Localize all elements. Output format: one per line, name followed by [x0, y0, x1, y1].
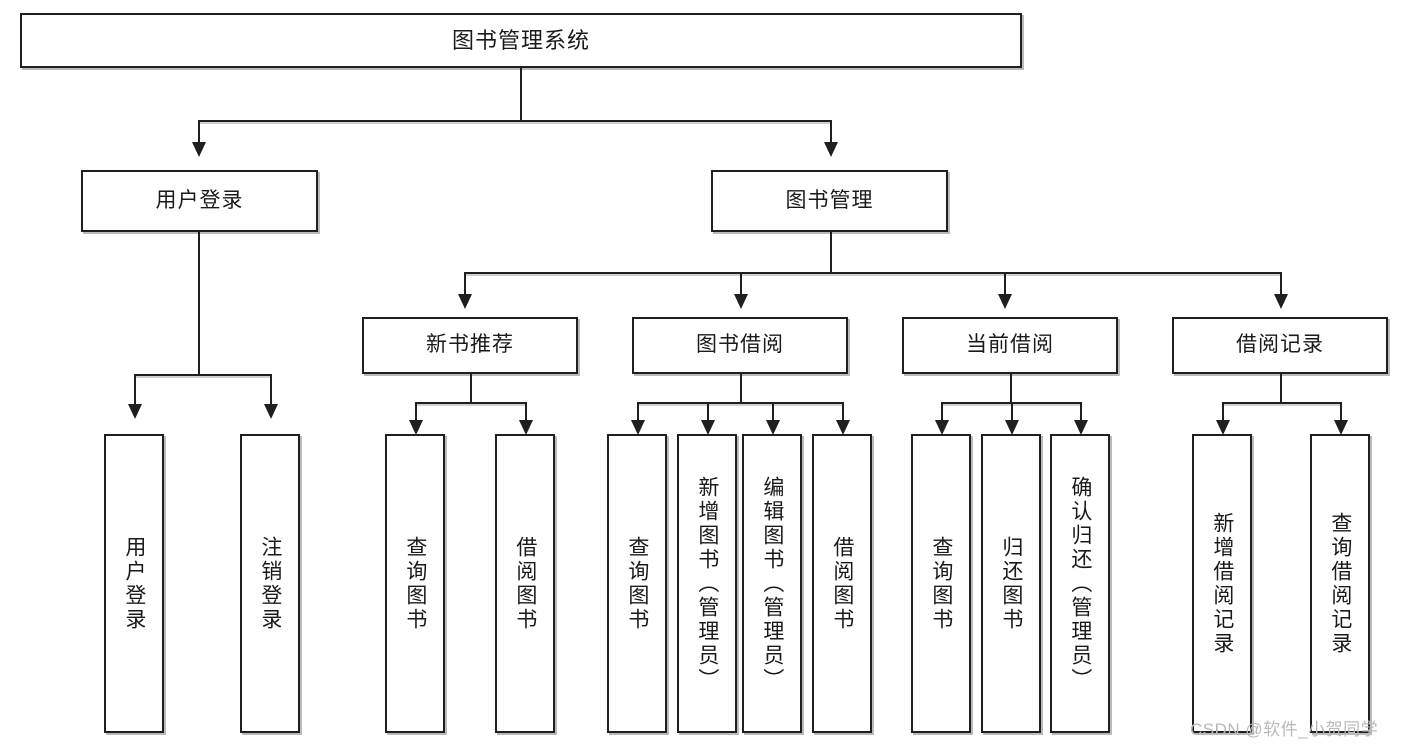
- connector-user-login-bus: [134, 374, 270, 376]
- arrow-to-book-borrow: [734, 294, 748, 309]
- connector-to-new-book-recommend: [464, 272, 466, 294]
- node-user-login[interactable]: 用户登录: [81, 170, 318, 232]
- leaf-current-borrow-3[interactable]: 确认归还（管理员）: [1050, 434, 1110, 733]
- leaf-book-borrow-1[interactable]: 查询图书: [607, 434, 667, 733]
- node-borrow-record[interactable]: 借阅记录: [1172, 317, 1388, 374]
- node-label: 查询借阅记录: [1328, 511, 1352, 656]
- node-new-book-recommend[interactable]: 新书推荐: [362, 317, 578, 374]
- arrow-user-login-leaf-1: [128, 404, 142, 419]
- connector-borrow-record-bus: [1222, 402, 1340, 404]
- connector-to-current-borrow: [1004, 272, 1006, 294]
- leaf-new-book-recommend-1[interactable]: 查询图书: [385, 434, 445, 733]
- connector-new-book-recommend-bus: [415, 402, 525, 404]
- connector-nbr-drop-1: [415, 402, 417, 420]
- connector-book-borrow-stem: [740, 374, 742, 402]
- leaf-user-login-2[interactable]: 注销登录: [240, 434, 300, 733]
- connector-br-drop-1: [1222, 402, 1224, 420]
- connector-to-book-management: [830, 120, 832, 142]
- arrow-to-current-borrow: [998, 294, 1012, 309]
- arrow-cb-leaf-1: [935, 420, 949, 435]
- connector-to-borrow-record: [1280, 272, 1282, 294]
- node-label: 图书借阅: [696, 333, 784, 357]
- connector-bb-drop-2: [707, 402, 709, 420]
- node-label: 用户登录: [122, 535, 146, 632]
- arrow-cb-leaf-2: [1005, 420, 1019, 435]
- leaf-book-borrow-2[interactable]: 新增图书（管理员）: [677, 434, 737, 733]
- arrow-to-borrow-record: [1274, 294, 1288, 309]
- leaf-book-borrow-4[interactable]: 借阅图书: [812, 434, 872, 733]
- arrow-bb-leaf-1: [631, 420, 645, 435]
- node-label: 当前借阅: [966, 333, 1054, 357]
- connector-user-login-stem: [198, 232, 200, 374]
- node-label: 借阅图书: [513, 535, 537, 632]
- node-label: 查询图书: [929, 535, 953, 632]
- arrow-bb-leaf-2: [701, 420, 715, 435]
- connector-bb-drop-1: [637, 402, 639, 420]
- connector-borrow-record-stem: [1280, 374, 1282, 402]
- node-label: 注销登录: [258, 535, 282, 632]
- connector-current-borrow-bus: [941, 402, 1080, 404]
- arrow-user-login-leaf-2: [264, 404, 278, 419]
- connector-cb-drop-3: [1080, 402, 1082, 420]
- arrow-to-user-login: [192, 142, 206, 157]
- leaf-borrow-record-2[interactable]: 查询借阅记录: [1310, 434, 1370, 733]
- connector-level2-bus: [198, 120, 832, 122]
- connector-cb-drop-1: [941, 402, 943, 420]
- connector-new-book-recommend-stem: [470, 374, 472, 402]
- connector-br-drop-2: [1340, 402, 1342, 420]
- node-root-book-management-system[interactable]: 图书管理系统: [20, 13, 1022, 68]
- node-label: 用户登录: [155, 188, 244, 212]
- arrow-to-new-book-recommend: [458, 294, 472, 309]
- node-label: 归还图书: [999, 535, 1023, 632]
- connector-current-borrow-stem: [1010, 374, 1012, 402]
- connector-to-user-login: [198, 120, 200, 142]
- leaf-borrow-record-1[interactable]: 新增借阅记录: [1192, 434, 1252, 733]
- node-label: 新增借阅记录: [1210, 511, 1234, 656]
- leaf-current-borrow-1[interactable]: 查询图书: [911, 434, 971, 733]
- arrow-bb-leaf-3: [766, 420, 780, 435]
- arrow-br-leaf-2: [1334, 420, 1348, 435]
- connector-nbr-drop-2: [525, 402, 527, 420]
- connector-cb-drop-2: [1011, 402, 1013, 420]
- node-book-management[interactable]: 图书管理: [711, 170, 948, 232]
- node-label: 新书推荐: [426, 333, 514, 357]
- connector-user-login-drop-2: [270, 374, 272, 404]
- node-label: 图书管理: [785, 188, 874, 212]
- connector-level3-bus: [464, 272, 1280, 274]
- arrow-to-book-management: [824, 142, 838, 157]
- node-label: 确认归还（管理员）: [1068, 475, 1092, 692]
- connector-root-stem: [520, 68, 522, 120]
- connector-book-management-stem: [830, 232, 832, 272]
- node-label: 查询图书: [403, 535, 427, 632]
- node-label: 新增图书（管理员）: [695, 475, 719, 692]
- node-label: 查询图书: [625, 535, 649, 632]
- arrow-nbr-leaf-1: [409, 420, 423, 435]
- node-label: 图书管理系统: [451, 27, 590, 53]
- arrow-bb-leaf-4: [836, 420, 850, 435]
- node-label: 借阅图书: [830, 535, 854, 632]
- connector-book-borrow-bus: [637, 402, 842, 404]
- node-label: 编辑图书（管理员）: [760, 475, 784, 692]
- leaf-current-borrow-2[interactable]: 归还图书: [981, 434, 1041, 733]
- arrow-br-leaf-1: [1216, 420, 1230, 435]
- leaf-user-login-1[interactable]: 用户登录: [104, 434, 164, 733]
- node-current-borrow[interactable]: 当前借阅: [902, 317, 1118, 374]
- connector-bb-drop-4: [842, 402, 844, 420]
- leaf-new-book-recommend-2[interactable]: 借阅图书: [495, 434, 555, 733]
- connector-to-book-borrow: [740, 272, 742, 294]
- arrow-nbr-leaf-2: [519, 420, 533, 435]
- leaf-book-borrow-3[interactable]: 编辑图书（管理员）: [742, 434, 802, 733]
- arrow-cb-leaf-3: [1074, 420, 1088, 435]
- node-label: 借阅记录: [1236, 333, 1324, 357]
- csdn-watermark: CSDN @软件_小贺同学: [1190, 720, 1379, 739]
- connector-bb-drop-3: [772, 402, 774, 420]
- node-book-borrow[interactable]: 图书借阅: [632, 317, 848, 374]
- connector-user-login-drop-1: [134, 374, 136, 404]
